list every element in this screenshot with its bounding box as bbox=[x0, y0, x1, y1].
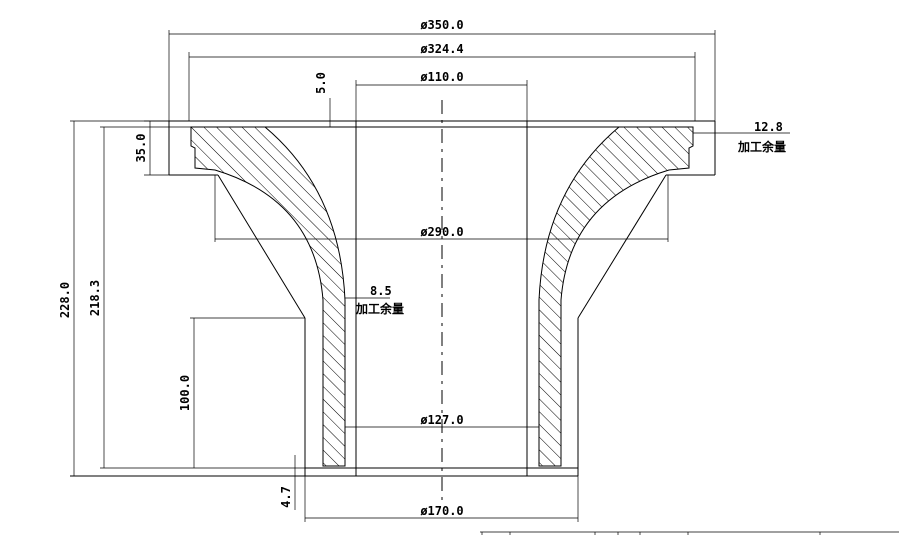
part-outline bbox=[70, 120, 716, 477]
dim-height-35: 35.0 bbox=[134, 134, 148, 163]
hatched-section-left bbox=[190, 126, 346, 467]
dim-offset-5: 5.0 bbox=[314, 72, 328, 94]
dim-diameter-290: ø290.0 bbox=[420, 225, 463, 239]
allowance-right-label: 加工余量 bbox=[737, 139, 786, 154]
dim-diameter-170: ø170.0 bbox=[420, 504, 463, 518]
dim-height-228: 228.0 bbox=[58, 282, 72, 318]
hatched-section-right bbox=[538, 126, 694, 467]
dim-diameter-110: ø110.0 bbox=[420, 70, 463, 84]
dim-offset-4-7: 4.7 bbox=[279, 486, 293, 508]
allowance-right-value: 12.8 bbox=[754, 120, 783, 134]
dim-height-218: 218.3 bbox=[88, 280, 102, 316]
allowance-inner-value: 8.5 bbox=[370, 284, 392, 298]
dimension-lines bbox=[70, 30, 790, 522]
dim-height-100: 100.0 bbox=[178, 375, 192, 411]
allowance-inner-label: 加工余量 bbox=[355, 301, 404, 316]
dim-diameter-324: ø324.4 bbox=[420, 42, 463, 56]
dim-diameter-127: ø127.0 bbox=[420, 413, 463, 427]
dim-diameter-350: ø350.0 bbox=[420, 18, 463, 32]
